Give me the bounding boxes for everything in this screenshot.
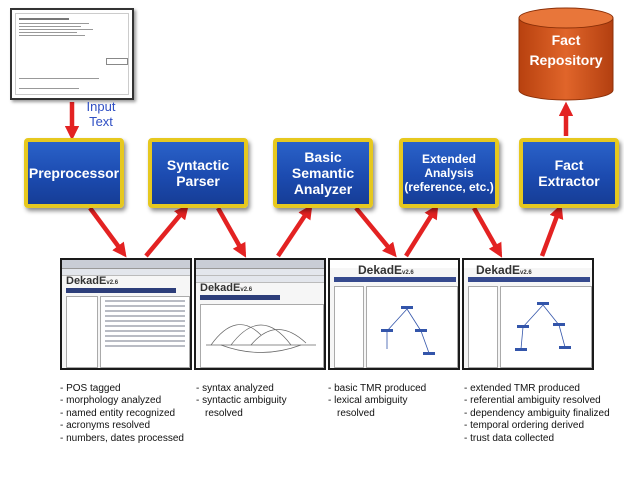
list-item: POS tagged — [60, 383, 184, 395]
notes-list-syntactic: syntax analyzed syntactic ambiguity reso… — [196, 383, 316, 420]
arrow-shot1-to-parser — [144, 204, 189, 258]
fact-repository-label: Fact Repository — [529, 32, 603, 68]
list-item: acronyms resolved — [60, 420, 184, 432]
list-item: temporal ordering derived — [464, 420, 614, 432]
stage-extended-analysis: Extended Analysis (reference, etc.) — [399, 138, 499, 208]
list-item: lexical ambiguity resolved — [328, 395, 438, 420]
stage-label: Basic Semantic Analyzer — [291, 149, 355, 197]
list-item: extended TMR produced — [464, 383, 614, 395]
list-item: morphology analyzed — [60, 395, 184, 407]
input-document-page — [15, 13, 129, 95]
dekade-extended-tmr-thumbnail: DekadEv2.6 — [462, 258, 594, 370]
list-item: dependency ambiguity finalized — [464, 408, 614, 420]
arrow-extended-to-shot4 — [472, 206, 503, 258]
list-item: referential ambiguity resolved — [464, 395, 614, 407]
list-item: basic TMR produced — [328, 383, 438, 395]
arrow-preprocessor-to-shot1 — [88, 206, 127, 258]
stage-fact-extractor: Fact Extractor — [519, 138, 619, 208]
dekade-screen-thumbnail: DekadEv2.6 — [60, 258, 192, 370]
arrow-shot3-to-extended — [404, 204, 439, 258]
tmr-graph — [381, 306, 435, 355]
list-item: numbers, dates processed — [60, 433, 184, 445]
database-cylinder-icon — [518, 7, 614, 101]
stage-label: Fact Extractor — [538, 157, 600, 189]
input-document-thumbnail — [10, 8, 134, 100]
arrow-parser-to-shot2 — [216, 206, 247, 258]
stage-preprocessor: Preprocessor — [24, 138, 124, 208]
notes-list-preprocessor: POS tagged morphology analyzed named ent… — [60, 383, 184, 445]
list-item: syntactic ambiguity resolved — [196, 395, 316, 420]
dekade-logo: DekadEv2.6 — [200, 282, 253, 294]
stage-label: Extended Analysis (reference, etc.) — [404, 152, 494, 194]
stage-label: Preprocessor — [28, 165, 120, 181]
stage-syntactic-parser: Syntactic Parser — [148, 138, 248, 208]
parse-tree-graph — [206, 324, 316, 353]
arrow-shot2-to-semantic — [276, 204, 313, 258]
stage-label: Syntactic Parser — [166, 157, 230, 189]
list-item: syntax analyzed — [196, 383, 316, 395]
stage-basic-semantic-analyzer: Basic Semantic Analyzer — [273, 138, 373, 208]
notes-list-semantic: basic TMR produced lexical ambiguity res… — [328, 383, 438, 420]
dekade-logo: DekadEv2.6 — [66, 275, 119, 287]
arrow-shot4-to-fact-extractor — [539, 203, 564, 257]
dekade-logo: DekadEv2.6 — [358, 263, 414, 277]
input-text-label: Input Text — [86, 99, 116, 129]
dekade-parse-thumbnail: DekadEv2.6 — [194, 258, 326, 370]
arrow-semantic-to-shot3 — [354, 206, 397, 258]
list-item: trust data collected — [464, 433, 614, 445]
notes-list-extended: extended TMR produced referential ambigu… — [464, 383, 614, 445]
dekade-logo: DekadEv2.6 — [476, 263, 532, 277]
dekade-tmr-thumbnail: DekadEv2.6 — [328, 258, 460, 370]
extended-tmr-graph — [515, 302, 571, 351]
list-item: named entity recognized — [60, 408, 184, 420]
